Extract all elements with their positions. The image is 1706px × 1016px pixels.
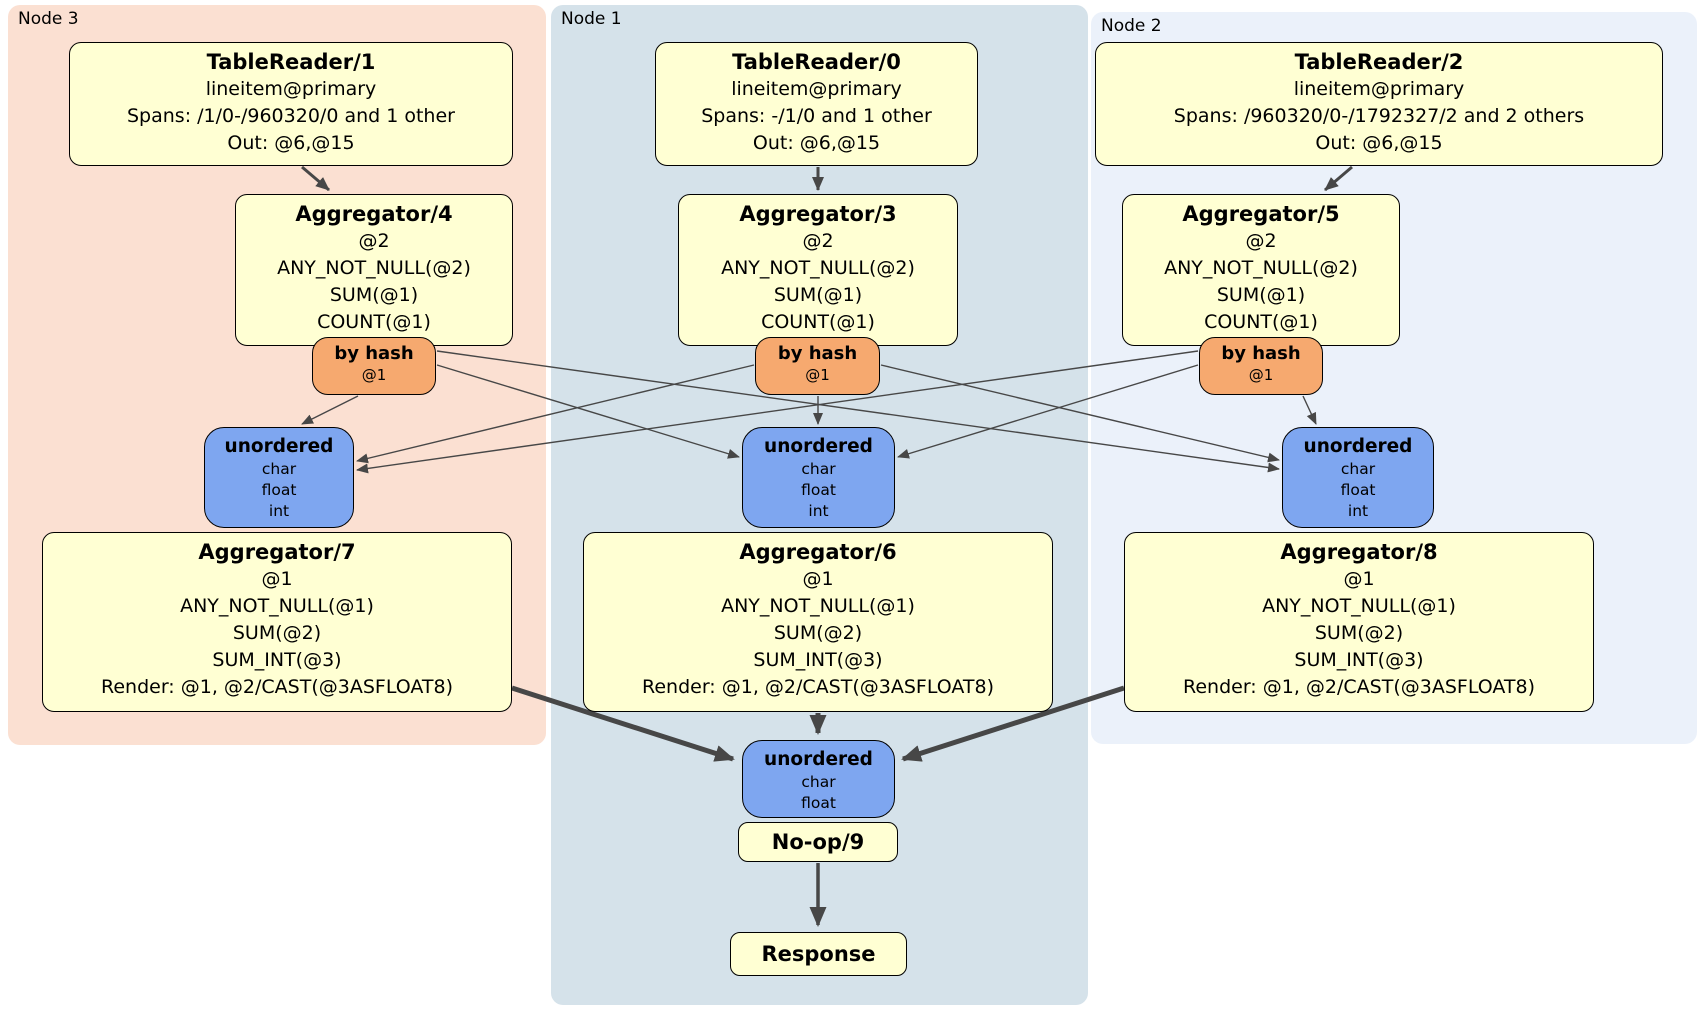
box-line: COUNT(@1) [1204, 311, 1318, 333]
by-hash-router-center: by hash @1 [755, 337, 880, 395]
box-line: COUNT(@1) [317, 311, 431, 333]
box-title: Aggregator/4 [295, 202, 453, 226]
box-line: SUM(@2) [773, 622, 863, 644]
box-line: Render: @1, @2/CAST(@3ASFLOAT8) [642, 676, 994, 698]
box-title: unordered [764, 749, 873, 770]
box-line: SUM(@1) [1216, 284, 1306, 306]
box-title: TableReader/2 [1294, 50, 1464, 74]
processor-aggregator-3: Aggregator/3 @2 ANY_NOT_NULL(@2) SUM(@1)… [678, 194, 958, 346]
box-line: float [261, 481, 297, 499]
by-hash-router-left: by hash @1 [312, 337, 436, 395]
unordered-sync-center: unordered char float int [742, 427, 895, 528]
box-line: ANY_NOT_NULL(@2) [277, 257, 471, 279]
box-line: ANY_NOT_NULL(@1) [721, 595, 915, 617]
box-line: Spans: /1/0-/960320/0 and 1 other [127, 105, 455, 127]
box-line: @2 [802, 230, 834, 252]
box-line: SUM_INT(@3) [212, 649, 342, 671]
response-box: Response [730, 932, 907, 976]
box-line: SUM(@2) [1314, 622, 1404, 644]
processor-tablereader-1: TableReader/1 lineitem@primary Spans: /1… [69, 42, 513, 166]
box-title: Aggregator/5 [1182, 202, 1340, 226]
processor-tablereader-2: TableReader/2 lineitem@primary Spans: /9… [1095, 42, 1663, 166]
box-line: char [1340, 460, 1376, 478]
box-line: char [261, 460, 297, 478]
box-title: unordered [1303, 436, 1413, 457]
box-line: @2 [358, 230, 390, 252]
box-line: char [801, 773, 836, 791]
region-label: Node 2 [1101, 16, 1162, 36]
box-line: SUM(@1) [329, 284, 419, 306]
box-line: ANY_NOT_NULL(@1) [180, 595, 374, 617]
processor-aggregator-5: Aggregator/5 @2 ANY_NOT_NULL(@2) SUM(@1)… [1122, 194, 1400, 346]
box-title: TableReader/0 [732, 50, 901, 74]
box-line: lineitem@primary [731, 78, 902, 100]
unordered-sync-final: unordered char float [742, 740, 895, 818]
box-title: by hash [1221, 343, 1301, 364]
box-line: char [801, 460, 836, 478]
box-line: Out: @6,@15 [752, 132, 881, 154]
box-line: ANY_NOT_NULL(@2) [721, 257, 915, 279]
box-title: by hash [334, 343, 414, 364]
box-line: lineitem@primary [205, 78, 377, 100]
box-line: Render: @1, @2/CAST(@3ASFLOAT8) [1183, 676, 1535, 698]
box-title: unordered [764, 436, 873, 457]
box-line: Render: @1, @2/CAST(@3ASFLOAT8) [101, 676, 453, 698]
processor-aggregator-4: Aggregator/4 @2 ANY_NOT_NULL(@2) SUM(@1)… [235, 194, 513, 346]
box-title: unordered [224, 436, 334, 457]
processor-noop-9: No-op/9 [738, 822, 898, 862]
box-line: @2 [1245, 230, 1277, 252]
box-line: @1 [805, 366, 830, 384]
box-title: Aggregator/3 [739, 202, 897, 226]
processor-aggregator-8: Aggregator/8 @1 ANY_NOT_NULL(@1) SUM(@2)… [1124, 532, 1594, 712]
region-label: Node 3 [18, 9, 79, 29]
box-line: float [801, 794, 836, 812]
box-line: float [1340, 481, 1376, 499]
box-line: @1 [1343, 568, 1375, 590]
box-title: Aggregator/7 [198, 540, 356, 564]
box-line: @1 [1248, 366, 1274, 384]
unordered-sync-right: unordered char float int [1282, 427, 1434, 528]
box-line: ANY_NOT_NULL(@2) [1164, 257, 1358, 279]
box-line: SUM(@2) [232, 622, 322, 644]
processor-aggregator-7: Aggregator/7 @1 ANY_NOT_NULL(@1) SUM(@2)… [42, 532, 512, 712]
box-line: @1 [802, 568, 834, 590]
box-title: Aggregator/8 [1280, 540, 1438, 564]
box-line: SUM_INT(@3) [1294, 649, 1424, 671]
region-label: Node 1 [561, 9, 622, 29]
processor-aggregator-6: Aggregator/6 @1 ANY_NOT_NULL(@1) SUM(@2)… [583, 532, 1053, 712]
box-line: Spans: -/1/0 and 1 other [701, 105, 932, 127]
box-line: int [268, 502, 290, 520]
box-line: int [808, 502, 829, 520]
box-title: TableReader/1 [206, 50, 376, 74]
processor-tablereader-0: TableReader/0 lineitem@primary Spans: -/… [655, 42, 978, 166]
box-line: Out: @6,@15 [1315, 132, 1443, 154]
box-line: Out: @6,@15 [227, 132, 355, 154]
box-line: COUNT(@1) [761, 311, 875, 333]
box-title: Aggregator/6 [739, 540, 897, 564]
box-line: float [801, 481, 836, 499]
box-line: int [1347, 502, 1369, 520]
by-hash-router-right: by hash @1 [1199, 337, 1323, 395]
box-line: @1 [261, 568, 293, 590]
box-line: Spans: /960320/0-/1792327/2 and 2 others [1173, 105, 1585, 127]
box-line: lineitem@primary [1293, 78, 1465, 100]
box-title: by hash [777, 343, 858, 364]
box-line: SUM(@1) [773, 284, 863, 306]
box-line: @1 [361, 366, 387, 384]
box-title: No-op/9 [771, 830, 865, 854]
box-line: ANY_NOT_NULL(@1) [1262, 595, 1456, 617]
box-line: SUM_INT(@3) [753, 649, 883, 671]
box-title: Response [761, 942, 876, 966]
unordered-sync-left: unordered char float int [204, 427, 354, 528]
